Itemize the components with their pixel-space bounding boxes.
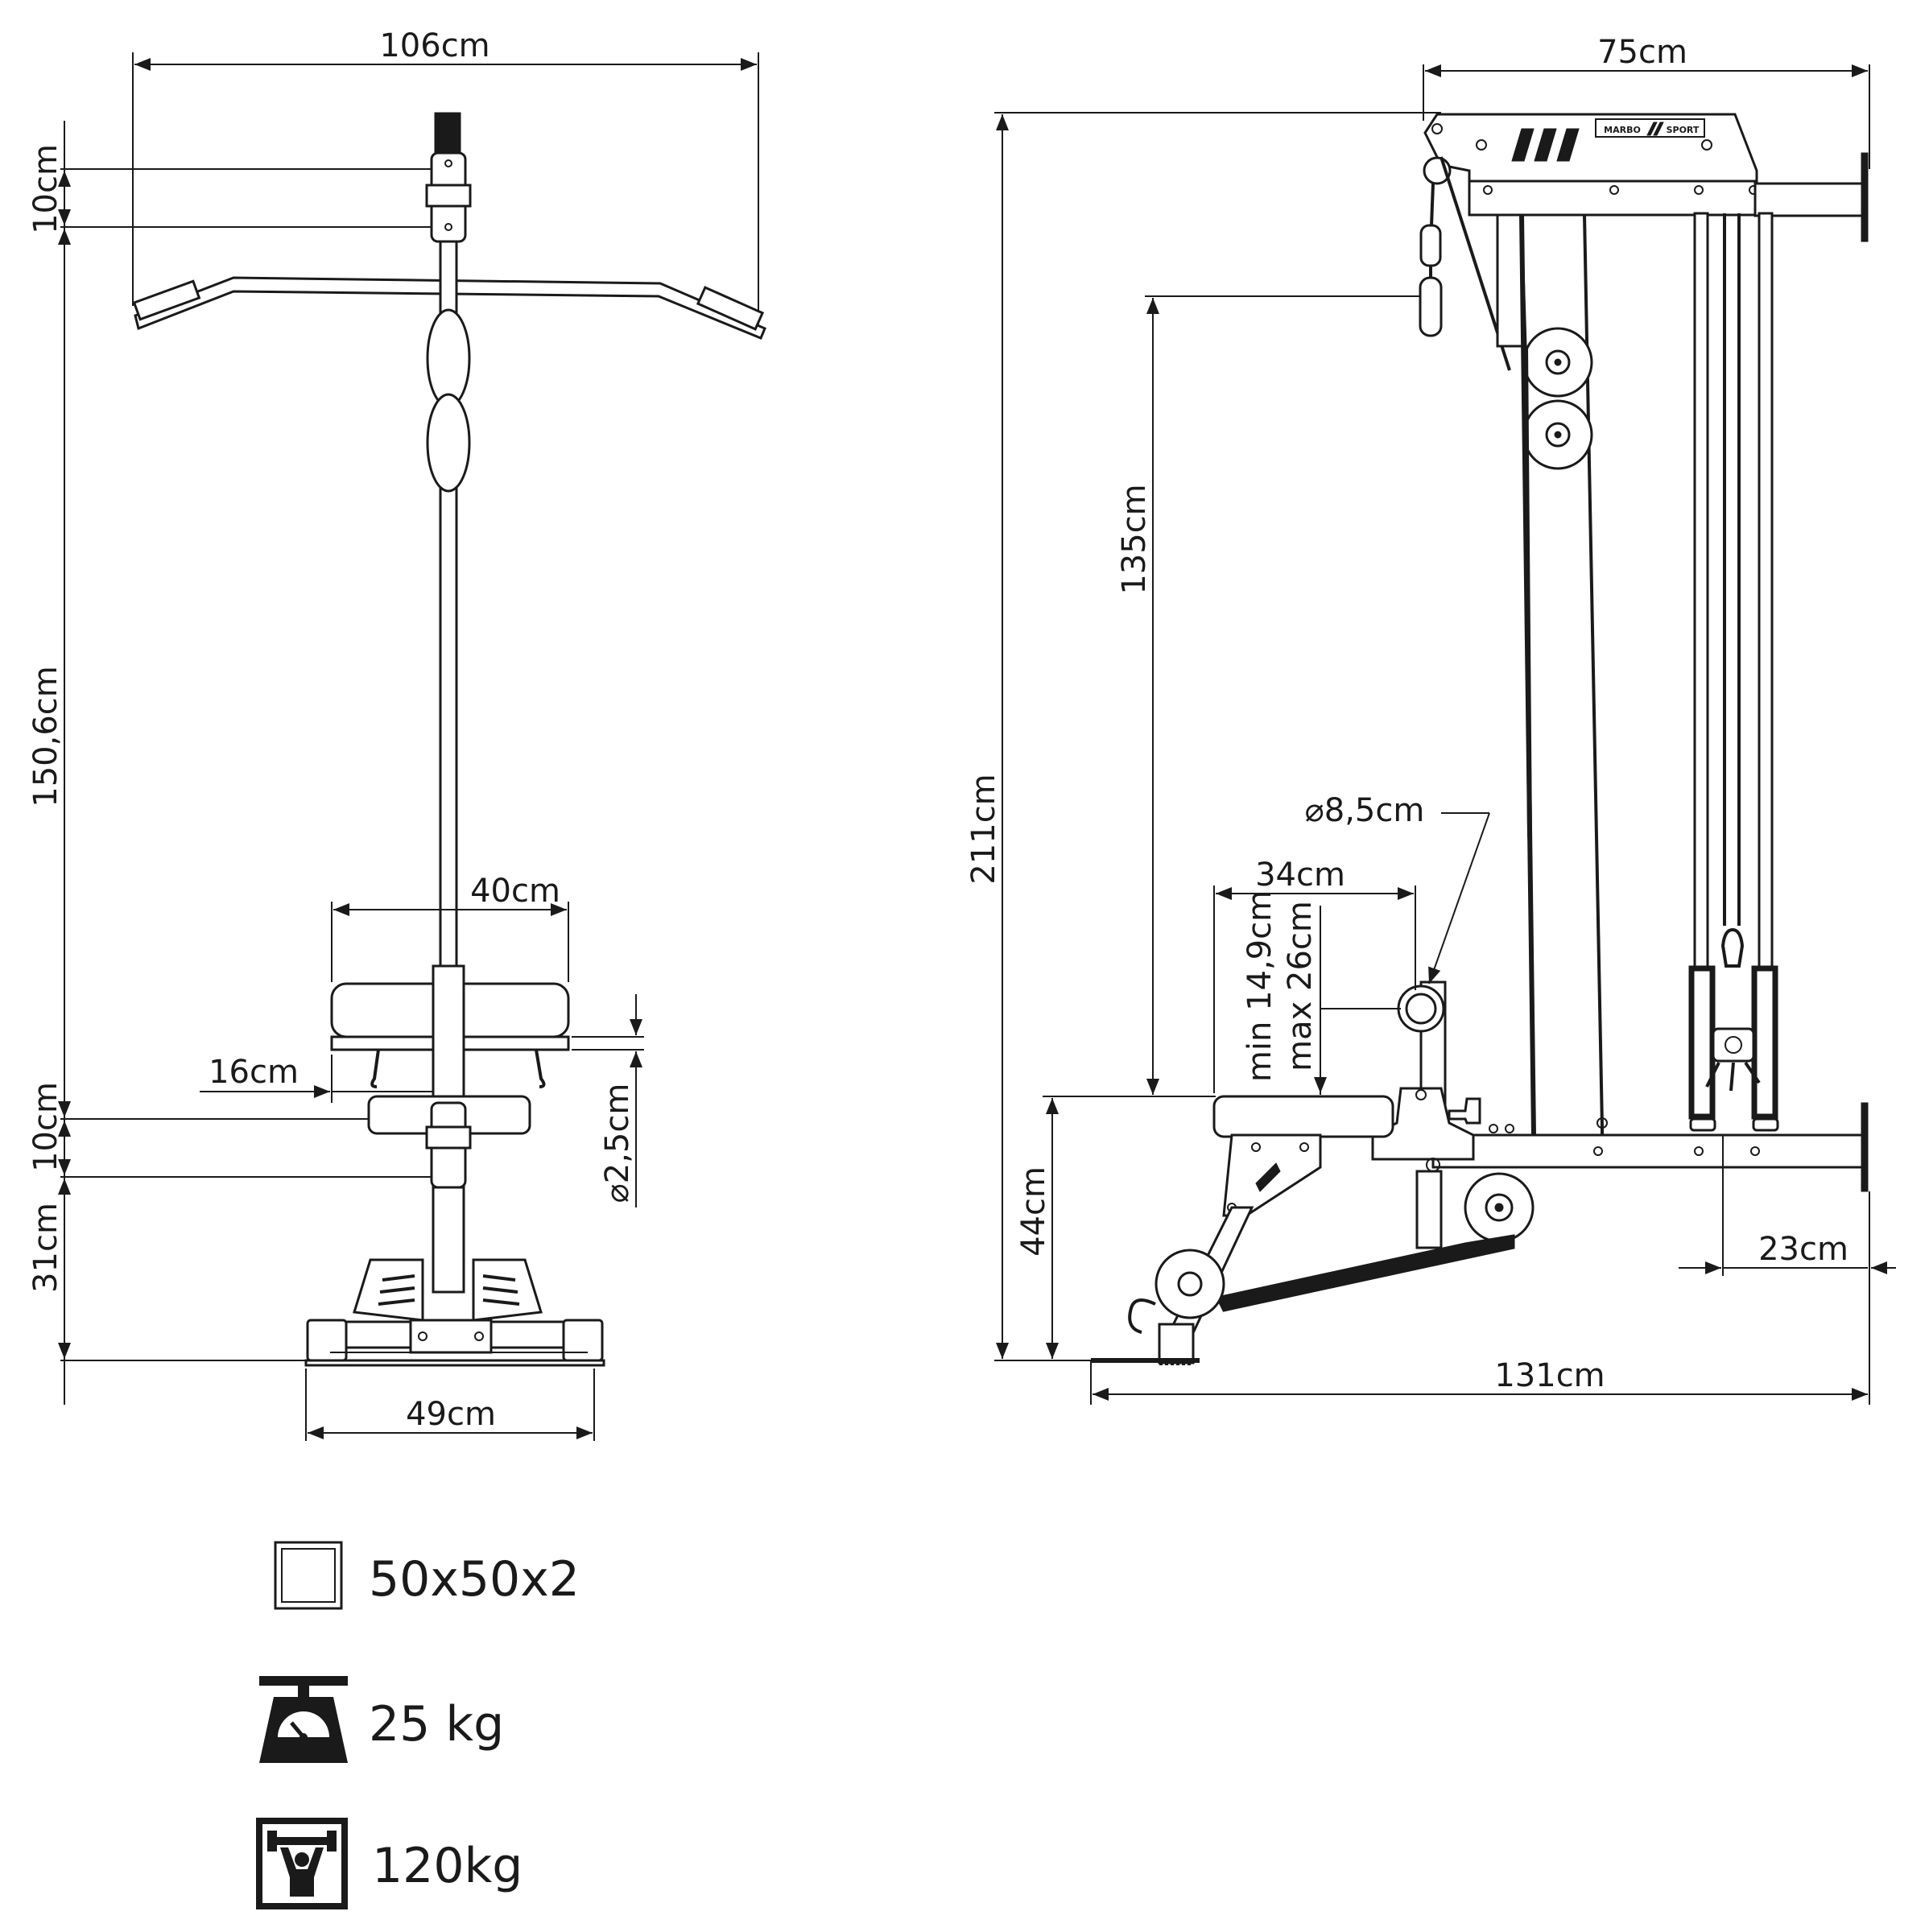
spec-item-weight: 25 kg [259,1676,504,1763]
side-front-leg [1091,1133,1322,1365]
front-column [426,240,471,968]
front-height-dimensions: 10cm 150,6cm 10cm 31cm [27,121,447,1405]
side-top-cable [1419,156,1511,371]
pad-offset-label: 16cm [209,1054,299,1091]
base-width-dimension: 49cm [305,1368,595,1441]
total-length-dimension: 131cm [1090,1191,1870,1405]
side-view: 75cm 211cm 135cm 44cm MARBO [965,34,1896,1405]
foot-offset-label: 23cm [1758,1231,1848,1268]
top-depth-label: 75cm [1597,34,1687,71]
pad-height-min-label: min 14,9cm [1241,890,1278,1082]
spec-profile-label: 50x50x2 [369,1551,580,1608]
lower-pulley-height-label: 10cm [27,1082,64,1172]
pad-diameter-dimension: ⌀2,5cm [572,994,644,1208]
front-seat [367,1095,531,1189]
lat-pulldown-bar [132,276,766,340]
square-profile-icon [274,1541,343,1610]
column-height-label: 150,6cm [27,666,64,807]
total-height-dimension: 211cm [965,112,1441,1361]
seat-depth-dimension: 34cm [1213,857,1416,1093]
tube-diameter-leader: ⌀8,5cm [1305,792,1490,985]
side-logo-sport: SPORT [1667,125,1700,135]
seat-depth-label: 34cm [1255,857,1345,894]
pad-diameter-label: ⌀2,5cm [599,1084,636,1203]
side-diagonal-strut [1215,1170,1515,1312]
seat-height-label: 44cm [1015,1166,1052,1257]
spec-item-max-load: 120kg [256,1818,523,1909]
seat-height-dimension: 44cm [1015,1096,1216,1359]
base-height-label: 31cm [27,1203,64,1293]
pad-offset-dimension: 16cm [200,1054,433,1103]
total-length-label: 131cm [1494,1357,1605,1394]
side-logo-marbo: MARBO [1604,125,1641,135]
cable-height-label: 135cm [1116,484,1153,594]
side-base-frame [1431,1102,1869,1243]
spec-load-label: 120kg [372,1838,523,1894]
top-pulley-height-label: 10cm [27,144,64,234]
top-depth-dimension: 75cm [1423,34,1870,169]
front-view: 106cm 10cm 150,6cm 10cm 31cm [27,27,766,1441]
pad-height-max-label: max 26cm [1282,901,1319,1071]
pad-height-dimension: min 14,9cm max 26cm [1241,890,1401,1095]
pad-width-dimension: 40cm [331,873,569,982]
tube-diameter-label: ⌀8,5cm [1305,792,1425,829]
side-guide-rods [1688,212,1779,1132]
side-column [1496,213,1604,1136]
front-top-pulley [425,112,472,243]
scale-weight-icon [259,1676,348,1763]
max-load-icon [256,1818,348,1909]
spec-weight-label: 25 kg [369,1696,504,1752]
base-width-label: 49cm [406,1396,496,1433]
front-base [304,1186,605,1367]
total-height-label: 211cm [965,774,1002,884]
side-top-arm: MARBO SPORT [1423,113,1869,242]
front-width-dimension: 106cm [132,27,759,330]
spec-item-profile: 50x50x2 [274,1541,580,1610]
side-seat [1212,980,1481,1172]
front-width-label: 106cm [379,27,489,64]
cable-height-dimension: 135cm [1116,295,1427,1095]
pad-width-label: 40cm [470,873,560,910]
spec-legend: 50x50x2 25 kg 120kg [256,1541,580,1909]
